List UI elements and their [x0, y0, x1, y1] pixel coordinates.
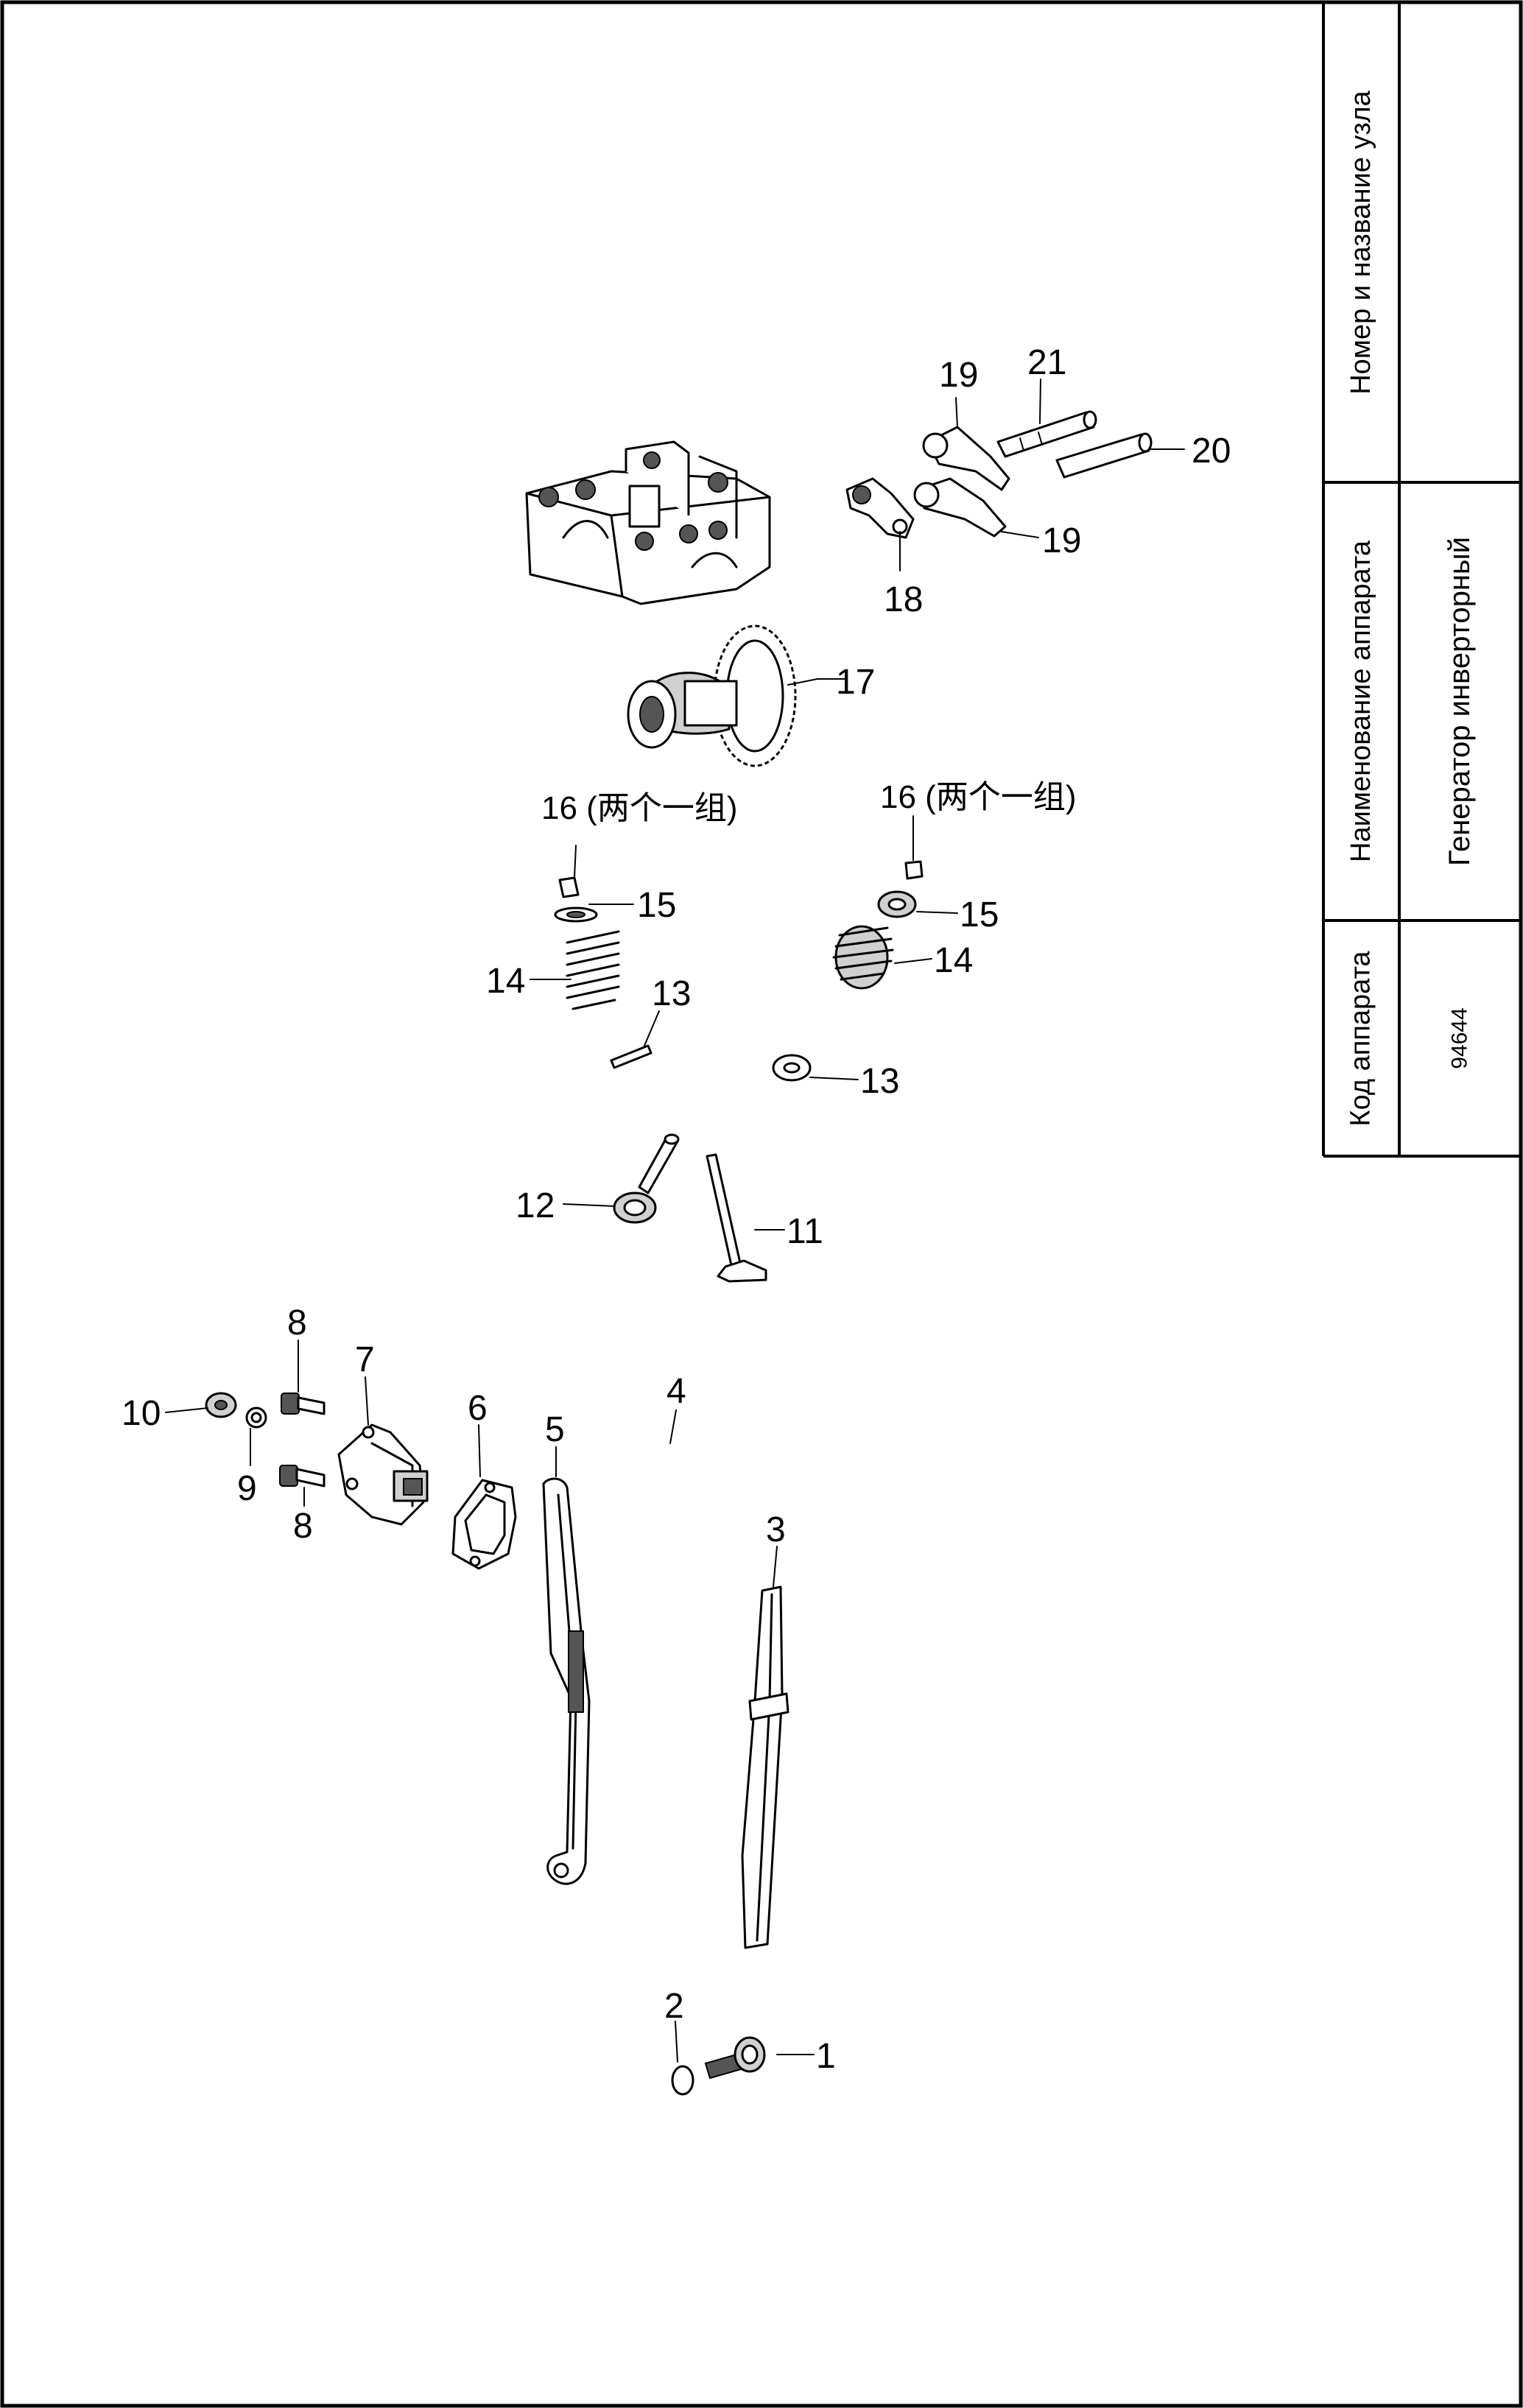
callout-3: 3 [766, 1510, 786, 1549]
callout-12: 12 [516, 1186, 555, 1225]
washer-9 [245, 1407, 267, 1429]
callout-labels: 1 2 3 4 5 6 7 8 8 9 10 11 12 13 13 14 14… [122, 343, 1231, 2076]
callout-1: 1 [816, 2037, 836, 2076]
header-device-code-cell: Код аппарата [1323, 920, 1399, 1156]
callout-8-lower: 8 [293, 1507, 313, 1546]
spring-retainer-15-left [554, 906, 598, 923]
callout-10: 10 [122, 1394, 161, 1433]
callout-13-left: 13 [652, 974, 691, 1013]
callout-8-upper: 8 [287, 1303, 307, 1342]
valve-seal-13-left [610, 1044, 653, 1069]
valve-11 [706, 1153, 767, 1283]
callout-14-right: 14 [934, 941, 973, 980]
header-device-name-cell: Наименование аппарата [1323, 482, 1399, 920]
valve-12 [613, 1133, 680, 1224]
plate-18 [845, 477, 915, 539]
valve-cotter-16-left [558, 876, 580, 898]
callout-15-left: 15 [637, 886, 676, 925]
callout-20: 20 [1192, 432, 1231, 471]
valve-spring-14-left [566, 930, 620, 1010]
value-device-code: 94644 [1447, 1007, 1472, 1069]
value-device-code-cell: 94644 [1399, 920, 1521, 1156]
o-ring-2 [671, 2065, 694, 2096]
value-unit-cell [1399, 2, 1521, 482]
callout-2: 2 [664, 1987, 684, 2026]
valve-cotter-16-right [904, 860, 924, 880]
callout-4: 4 [666, 1372, 686, 1411]
callout-6: 6 [468, 1389, 488, 1428]
callout-19-lower: 19 [1042, 521, 1081, 560]
value-device-name: Генератор инверторный [1443, 536, 1476, 867]
rocker-shaft-21 [996, 410, 1097, 458]
bolt-1 [704, 2036, 766, 2080]
bolt-8-upper [281, 1393, 326, 1415]
spring-retainer-15-right [877, 890, 917, 918]
cam-chain-4 [622, 1445, 721, 1928]
leader-lines [165, 379, 1185, 2063]
camshaft-sprocket [627, 624, 818, 767]
header-device-code: Код аппарата [1346, 950, 1377, 1127]
gasket-6 [451, 1479, 517, 1570]
rocker-arms [913, 426, 1010, 538]
callout-15-right: 15 [960, 895, 999, 934]
callout-5: 5 [545, 1410, 565, 1449]
callout-11: 11 [787, 1212, 823, 1251]
header-device-name: Наименование аппарата [1346, 541, 1377, 862]
washer-10 [205, 1392, 237, 1418]
chain-guide-5 [542, 1477, 591, 1885]
callout-16-left: 16 (两个一组) [541, 790, 737, 826]
callout-18: 18 [884, 580, 923, 619]
callout-17: 17 [836, 663, 875, 702]
cam-chain-tensioner-7 [337, 1423, 429, 1526]
rocker-arm-holder [525, 440, 771, 605]
valve-spring-14-right [832, 925, 894, 990]
header-unit-cell: Номер и название узла [1323, 2, 1399, 482]
callout-19-upper: 19 [939, 356, 978, 395]
callout-16-right: 16 (两个一组) [880, 779, 1076, 815]
value-device-name-cell: Генератор инверторный [1399, 482, 1521, 920]
header-unit: Номер и название узла [1346, 90, 1376, 395]
chain-guide-3 [741, 1585, 789, 1949]
callout-13-right: 13 [860, 1062, 899, 1101]
valve-seal-13-right [772, 1054, 812, 1082]
callout-21: 21 [1027, 343, 1066, 382]
title-block-grid [1322, 2, 1521, 1158]
callout-14-left: 14 [486, 962, 525, 1001]
callout-9: 9 [237, 1469, 257, 1508]
bolt-8-lower [279, 1465, 326, 1488]
callout-7: 7 [355, 1340, 375, 1379]
rocker-shaft-20 [1055, 432, 1153, 479]
